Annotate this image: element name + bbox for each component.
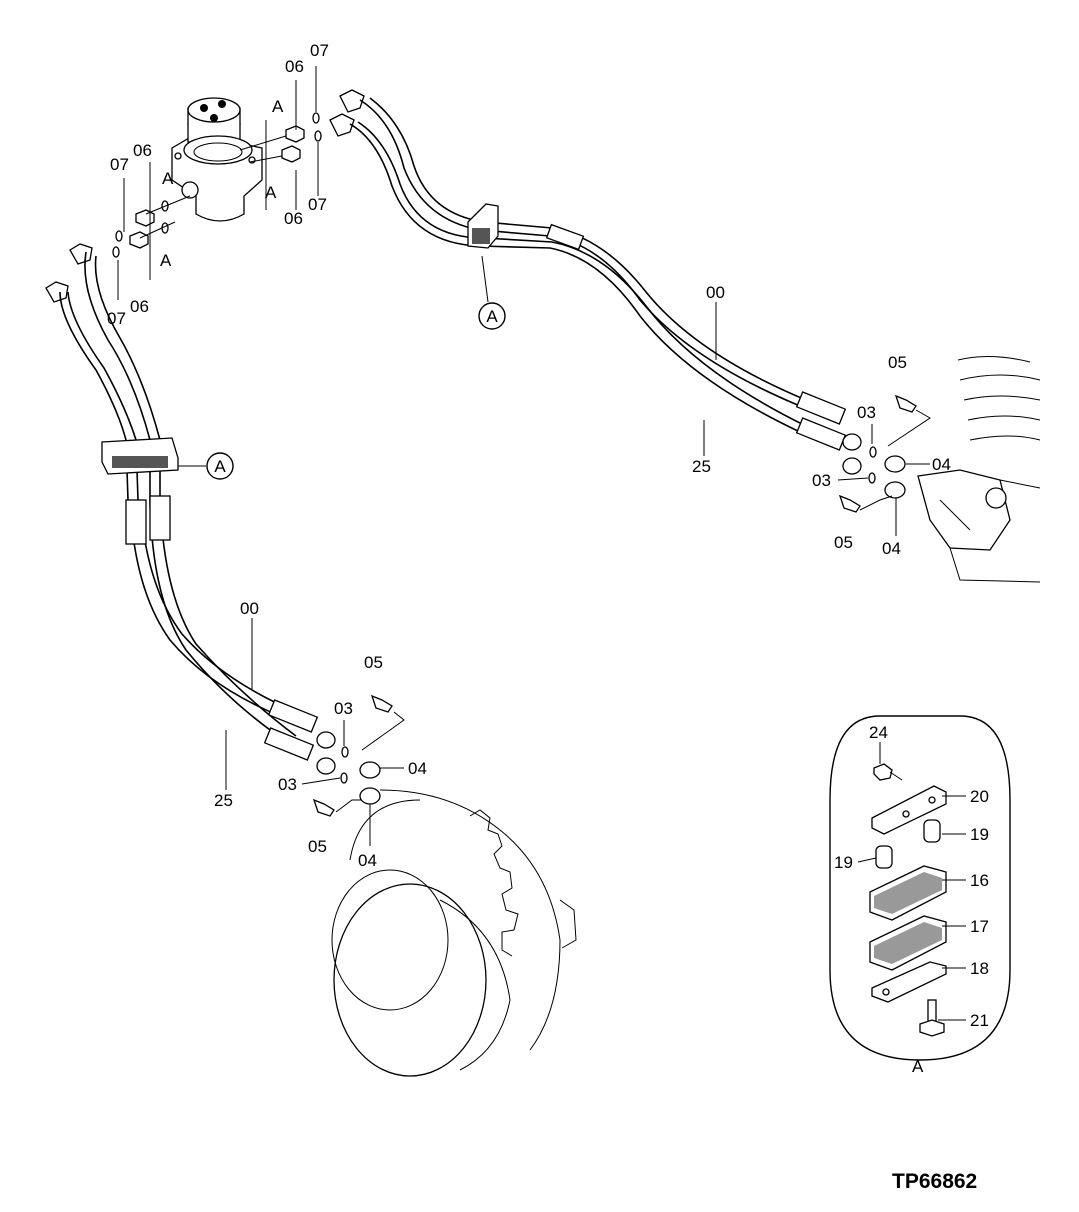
label-05-upper-b: 05 (834, 533, 853, 552)
label-00-upper: 00 (706, 283, 725, 302)
detail-label-18: 18 (970, 959, 989, 978)
label-25-lower: 25 (214, 791, 233, 810)
swivel-joint (171, 97, 263, 222)
label-05-lower-a: 05 (364, 653, 383, 672)
detail-label-24: 24 (869, 723, 888, 742)
callout-a-top-mid-1: A (272, 97, 284, 116)
label-04-upper-a: 04 (932, 455, 951, 474)
label-03-lower-b: 03 (278, 775, 297, 794)
label-04-lower-a: 04 (408, 759, 427, 778)
label-04-upper-b: 04 (882, 539, 901, 558)
callout-a-top-left-2: A (160, 251, 172, 270)
label-07-b: 07 (107, 309, 126, 328)
detail-label-19-right: 19 (970, 825, 989, 844)
callout-a-upper: A (478, 255, 506, 330)
label-05-lower-b: 05 (308, 837, 327, 856)
label-03-upper-a: 03 (857, 403, 876, 422)
hose-set-left (45, 243, 405, 817)
label-06-d: 06 (284, 209, 303, 228)
detail-label-19-left: 19 (834, 853, 853, 872)
label-06-c: 06 (285, 57, 304, 76)
callout-a-top-left-1: A (162, 169, 174, 188)
label-03-lower-a: 03 (334, 699, 353, 718)
detail-label-21: 21 (970, 1011, 989, 1030)
label-06-a: 06 (133, 141, 152, 160)
travel-motor-right (917, 355, 1041, 583)
travel-motor-lower (331, 789, 577, 1077)
detail-view-a (829, 715, 1011, 1061)
fittings-left (112, 162, 191, 300)
diagram-code: TP66862 (892, 1170, 977, 1193)
callout-a-upper-label: A (486, 307, 498, 326)
label-07-d: 07 (308, 195, 327, 214)
part-labels: 07 06 A A 07 06 06 07 A A 06 07 00 25 05… (107, 41, 951, 870)
callout-a-left: A (178, 452, 234, 480)
label-03-upper-b: 03 (812, 471, 831, 490)
detail-label-17: 17 (970, 917, 989, 936)
detail-labels: 24 20 19 19 16 17 18 21 A (834, 723, 989, 1076)
label-04-lower-b: 04 (358, 851, 377, 870)
label-07-a: 07 (110, 155, 129, 174)
hose-set-right (329, 89, 931, 513)
fittings-top (239, 66, 322, 210)
label-25-upper: 25 (692, 457, 711, 476)
detail-view-title: A (912, 1057, 924, 1076)
detail-label-16: 16 (970, 871, 989, 890)
label-05-upper-a: 05 (888, 353, 907, 372)
detail-label-20: 20 (970, 787, 989, 806)
label-00-lower: 00 (240, 599, 259, 618)
leader-lines (225, 302, 930, 846)
label-06-b: 06 (130, 297, 149, 316)
callout-a-left-label: A (214, 457, 226, 476)
callout-a-top-mid-2: A (265, 183, 277, 202)
label-07-c: 07 (310, 41, 329, 60)
